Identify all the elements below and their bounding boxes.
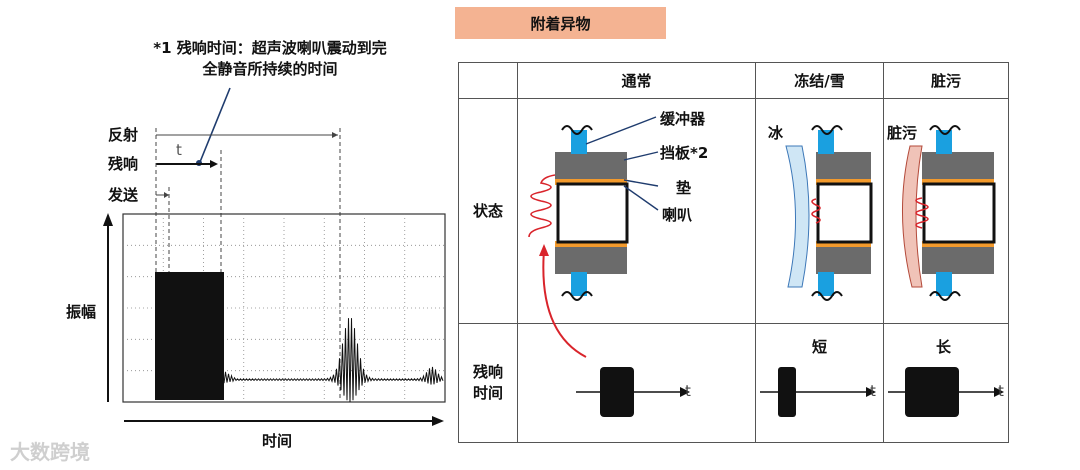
- x-axis-arrowhead: [432, 416, 444, 426]
- reflect-arrowhead: [332, 132, 338, 138]
- sensor-dirt: [902, 125, 996, 301]
- burst-dirt-wave: [905, 367, 959, 417]
- sensor-ice: [785, 125, 873, 301]
- send-arrowhead: [164, 192, 169, 198]
- part-label-pad: 垫: [676, 179, 692, 197]
- wave-squiggle-bottom: [561, 291, 593, 301]
- row-header-reverb-time: 残响 时间: [458, 323, 518, 443]
- red-arrowhead: [539, 244, 549, 256]
- buffer-top-icon: [571, 130, 587, 154]
- t-axis-normal: t: [685, 382, 691, 400]
- baffle-icon: [555, 179, 627, 185]
- dirt-layer-icon: [902, 145, 923, 288]
- footnote-line-2: 全静音所持续的时间: [202, 60, 338, 78]
- y-axis-arrowhead: [103, 213, 113, 226]
- reverb-wave-icon-dirt: [915, 197, 929, 229]
- footnote-line-1: *1 残响时间：超声波喇叭震动到完: [153, 39, 387, 57]
- title-badge: 附着异物: [455, 7, 666, 39]
- x-axis-label: 时间: [262, 432, 293, 450]
- duration-long: 长: [936, 338, 952, 356]
- watermark: 大数跨境: [10, 440, 90, 464]
- pad-icon: [555, 241, 627, 247]
- burst-ice-wave: [778, 367, 796, 417]
- burst-dirt: [888, 367, 1004, 417]
- horn-icon: [556, 182, 629, 244]
- y-axis-label: 振幅: [66, 303, 97, 321]
- oscilloscope-diagram: [103, 87, 446, 426]
- duration-short: 短: [812, 338, 828, 356]
- part-label-baffle: 挡板*2: [660, 144, 709, 162]
- sensor-drawings: [528, 116, 1004, 417]
- sensor-normal: [528, 125, 629, 358]
- label-t: t: [176, 141, 182, 159]
- label-send: 发送: [108, 186, 139, 204]
- tag-dirt: 脏污: [887, 124, 918, 142]
- housing-top-icon: [555, 152, 627, 182]
- burst-normal: [576, 367, 690, 417]
- housing-bottom-icon: [555, 244, 627, 274]
- t-axis-ice: t: [870, 382, 876, 400]
- echo-trace: [223, 318, 444, 403]
- reverb-wave-icon: [528, 174, 556, 238]
- ice-layer-icon: [785, 145, 810, 288]
- burst-normal-wave: [600, 367, 634, 417]
- red-curve-arrow: [542, 249, 587, 358]
- col-header-ice: 冻结/雪: [755, 62, 884, 99]
- reverb-wave-icon-ice: [811, 198, 821, 224]
- leader-lines: [585, 116, 659, 211]
- part-label-horn: 喇叭: [662, 206, 693, 224]
- footnote-pointer: [199, 87, 231, 163]
- cell-normal-time: [517, 323, 756, 443]
- label-reflect: 反射: [108, 126, 139, 144]
- col-header-normal: 通常: [517, 62, 756, 99]
- wave-squiggle-top: [561, 125, 593, 135]
- part-label-buffer: 缓冲器: [660, 110, 706, 128]
- footnote: *1 残响时间：超声波喇叭震动到完 全静音所持续的时间: [120, 38, 420, 80]
- tag-ice: 冰: [768, 124, 784, 142]
- label-reverb: 残响: [108, 155, 139, 173]
- corner-cell: [458, 62, 518, 99]
- t-axis-dirt: t: [998, 382, 1004, 400]
- send-burst: [155, 272, 224, 400]
- cell-ice-time: [755, 323, 884, 443]
- buffer-bottom-icon: [571, 272, 587, 296]
- row-header-state: 状态: [458, 98, 518, 324]
- burst-ice: [760, 367, 876, 417]
- reverb-arrowhead: [210, 160, 218, 168]
